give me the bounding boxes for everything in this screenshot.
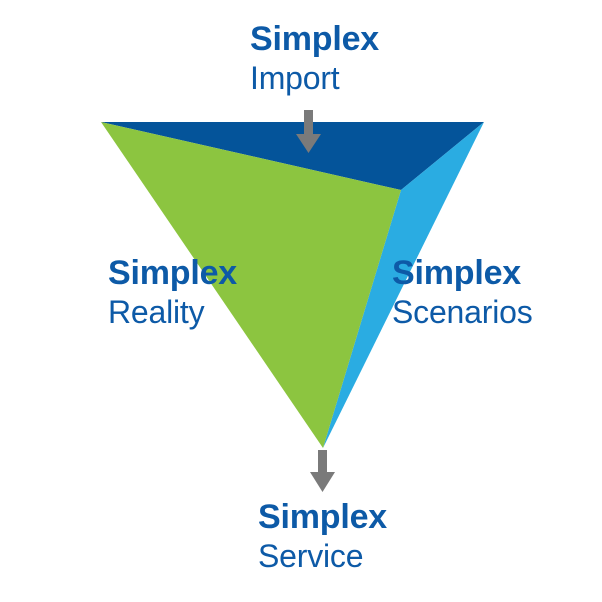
pyramid-top-face [101,122,484,190]
label-brand: Simplex [250,20,379,58]
arrow-down-icon [310,450,335,492]
label-name: Scenarios [392,294,533,330]
label-simplex-service: Simplex Service [258,500,387,572]
pyramid-left-face [101,122,401,448]
label-brand: Simplex [258,498,387,536]
label-brand: Simplex [108,254,237,292]
label-name: Service [258,538,364,574]
pyramid-right-face [323,122,484,448]
label-brand: Simplex [392,254,521,292]
label-simplex-scenarios: Simplex Scenarios [392,256,533,328]
label-name: Import [250,60,340,96]
label-simplex-import: Simplex Import [250,22,379,94]
label-name: Reality [108,294,205,330]
label-simplex-reality: Simplex Reality [108,256,237,328]
arrow-down-icon [296,110,321,153]
